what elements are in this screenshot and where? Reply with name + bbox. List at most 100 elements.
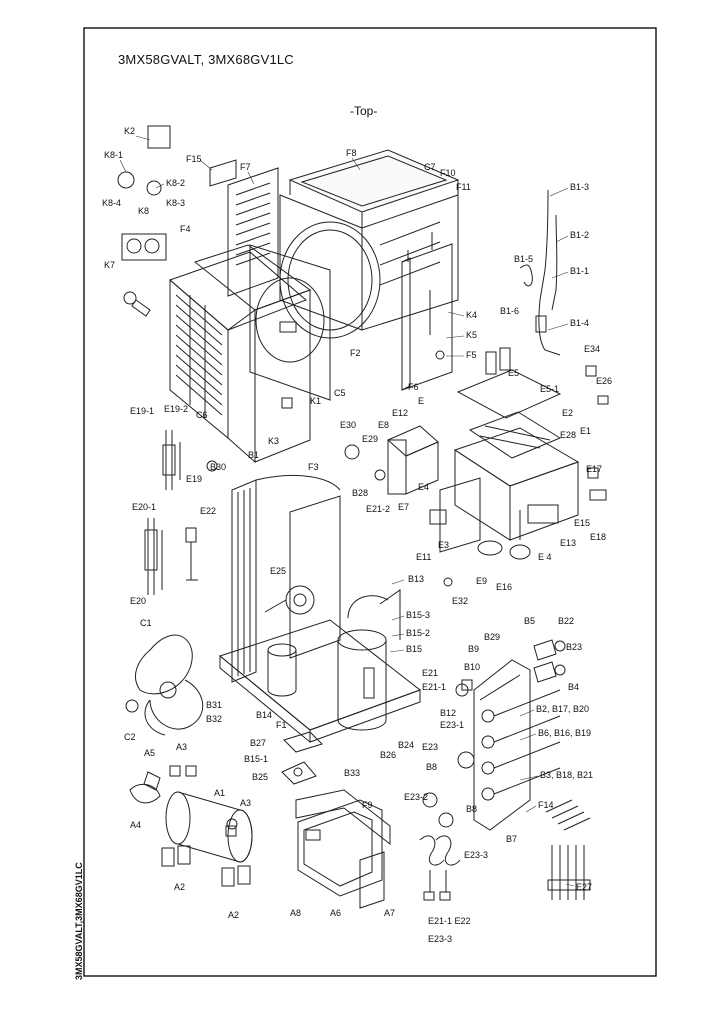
callout-C1: C1 — [140, 618, 152, 628]
fan-nut-part — [125, 699, 139, 713]
callout-E5-1: E5-1 — [540, 384, 559, 394]
view-label: -Top- — [350, 104, 378, 118]
callout-E5: E5 — [508, 368, 519, 378]
top-plate-part — [288, 149, 460, 228]
callout-B15: B15 — [406, 644, 422, 654]
callout-F5: F5 — [466, 350, 477, 360]
callout-C5: C5 — [334, 388, 346, 398]
callout-B29: B29 — [484, 632, 500, 642]
front-panel-part — [279, 194, 459, 339]
callout-E21-2: E21-2 — [366, 504, 390, 514]
callout-B24: B24 — [398, 740, 414, 750]
callout-B1-2: B1-2 — [570, 230, 589, 240]
callout-B28: B28 — [352, 488, 368, 498]
callout-K8: K8 — [138, 206, 149, 216]
callout-E7: E7 — [398, 502, 409, 512]
callout-B1-6: B1-6 — [500, 306, 519, 316]
callout-E23-3: E23-3 — [464, 850, 488, 860]
compressor-shell-part — [129, 771, 253, 863]
callout-E32: E32 — [452, 596, 468, 606]
callout-A2: A2 — [174, 882, 185, 892]
callout-E23: E23 — [422, 742, 438, 752]
callout-E2: E2 — [562, 408, 573, 418]
callout-B1: B1 — [248, 450, 259, 460]
callout-B2-B17-B20: B2, B17, B20 — [536, 704, 589, 714]
wire-harness-part — [545, 799, 591, 900]
callout-E21-1-E22: E21-1 E22 — [428, 916, 471, 926]
front-grille-part — [169, 251, 307, 440]
callout-K7: K7 — [104, 260, 115, 270]
model-title: 3MX58GVALT, 3MX68GV1LC — [118, 52, 294, 67]
callout-E: E — [418, 396, 424, 406]
callout-B32: B32 — [206, 714, 222, 724]
callout-B31: B31 — [206, 700, 222, 710]
callout-E21: E21 — [422, 668, 438, 678]
sound-blanket-part — [297, 799, 385, 909]
callout-E8: E8 — [378, 420, 389, 430]
callout-A6: A6 — [330, 908, 341, 918]
callout-B7: B7 — [506, 834, 517, 844]
callout-B25: B25 — [252, 772, 268, 782]
callout-E3: E3 — [438, 540, 449, 550]
refrigerant-piping-part — [519, 189, 561, 356]
service-valve-part — [533, 639, 566, 683]
callout-K2: K2 — [124, 126, 135, 136]
callout-E20-1: E20-1 — [132, 502, 156, 512]
callout-B15-3: B15-3 — [406, 610, 430, 620]
callout-K4: K4 — [466, 310, 477, 320]
pcb-part — [456, 347, 562, 419]
callout-F8: F8 — [346, 148, 357, 158]
terminal-block-part — [344, 425, 439, 495]
callout-E18: E18 — [590, 532, 606, 542]
accumulator-part — [267, 643, 297, 697]
callout-A8: A8 — [290, 908, 301, 918]
outdoor-unit-parts — [117, 125, 609, 909]
callout-E29: E29 — [362, 434, 378, 444]
callout-B1-1: B1-1 — [570, 266, 589, 276]
callout-F10: F10 — [440, 168, 456, 178]
callout-K8-3: K8-3 — [166, 198, 185, 208]
callout-B5: B5 — [524, 616, 535, 626]
part-callouts: K2 K8-1 K8-2 K8-4 K8 K8-3 K7 F15 F7 F8 C… — [102, 126, 612, 944]
fan-motor-part — [264, 495, 341, 659]
callout-B15-1: B15-1 — [244, 754, 268, 764]
callout-B6-B16-B19: B6, B16, B19 — [538, 728, 591, 738]
valve-bracket-part — [281, 731, 323, 785]
callout-B1-4: B1-4 — [570, 318, 589, 328]
callout-A1: A1 — [214, 788, 225, 798]
callout-E26: E26 — [596, 376, 612, 386]
callout-B8: B8 — [426, 762, 437, 772]
callout-B13: B13 — [408, 574, 424, 584]
callout-K1: K1 — [310, 396, 321, 406]
callout-C6: C6 — [196, 410, 208, 420]
callout-E34: E34 — [584, 344, 600, 354]
callout-E19-1: E19-1 — [130, 406, 154, 416]
callout-B8-second: B8 — [466, 804, 477, 814]
callout-E19: E19 — [186, 474, 202, 484]
callout-C2: C2 — [124, 732, 136, 742]
callout-B12: B12 — [440, 708, 456, 718]
callout-B4: B4 — [568, 682, 579, 692]
solenoid-coil-part — [419, 792, 461, 901]
bell-mouth-part — [249, 244, 331, 401]
callout-A3-second: A3 — [240, 798, 251, 808]
callout-A3: A3 — [176, 742, 187, 752]
callout-E23-1: E23-1 — [440, 720, 464, 730]
callout-E17: E17 — [586, 464, 602, 474]
callout-E28: E28 — [560, 430, 576, 440]
callout-A2-second: A2 — [228, 910, 239, 920]
callout-F7: F7 — [240, 162, 251, 172]
compressor-part — [337, 589, 401, 731]
callout-K3: K3 — [268, 436, 279, 446]
callout-E22: E22 — [200, 506, 216, 516]
callout-E4: E4 — [418, 482, 429, 492]
callout-B15-2: B15-2 — [406, 628, 430, 638]
callout-F9: F9 — [362, 800, 373, 810]
callout-B30: B30 — [210, 462, 226, 472]
callout-B22: B22 — [558, 616, 574, 626]
callout-F2: F2 — [350, 348, 361, 358]
right-side-panel-part — [401, 232, 453, 391]
callout-F14: F14 — [538, 800, 554, 810]
base-plate-part — [218, 619, 422, 744]
callout-B1-5: B1-5 — [514, 254, 533, 264]
